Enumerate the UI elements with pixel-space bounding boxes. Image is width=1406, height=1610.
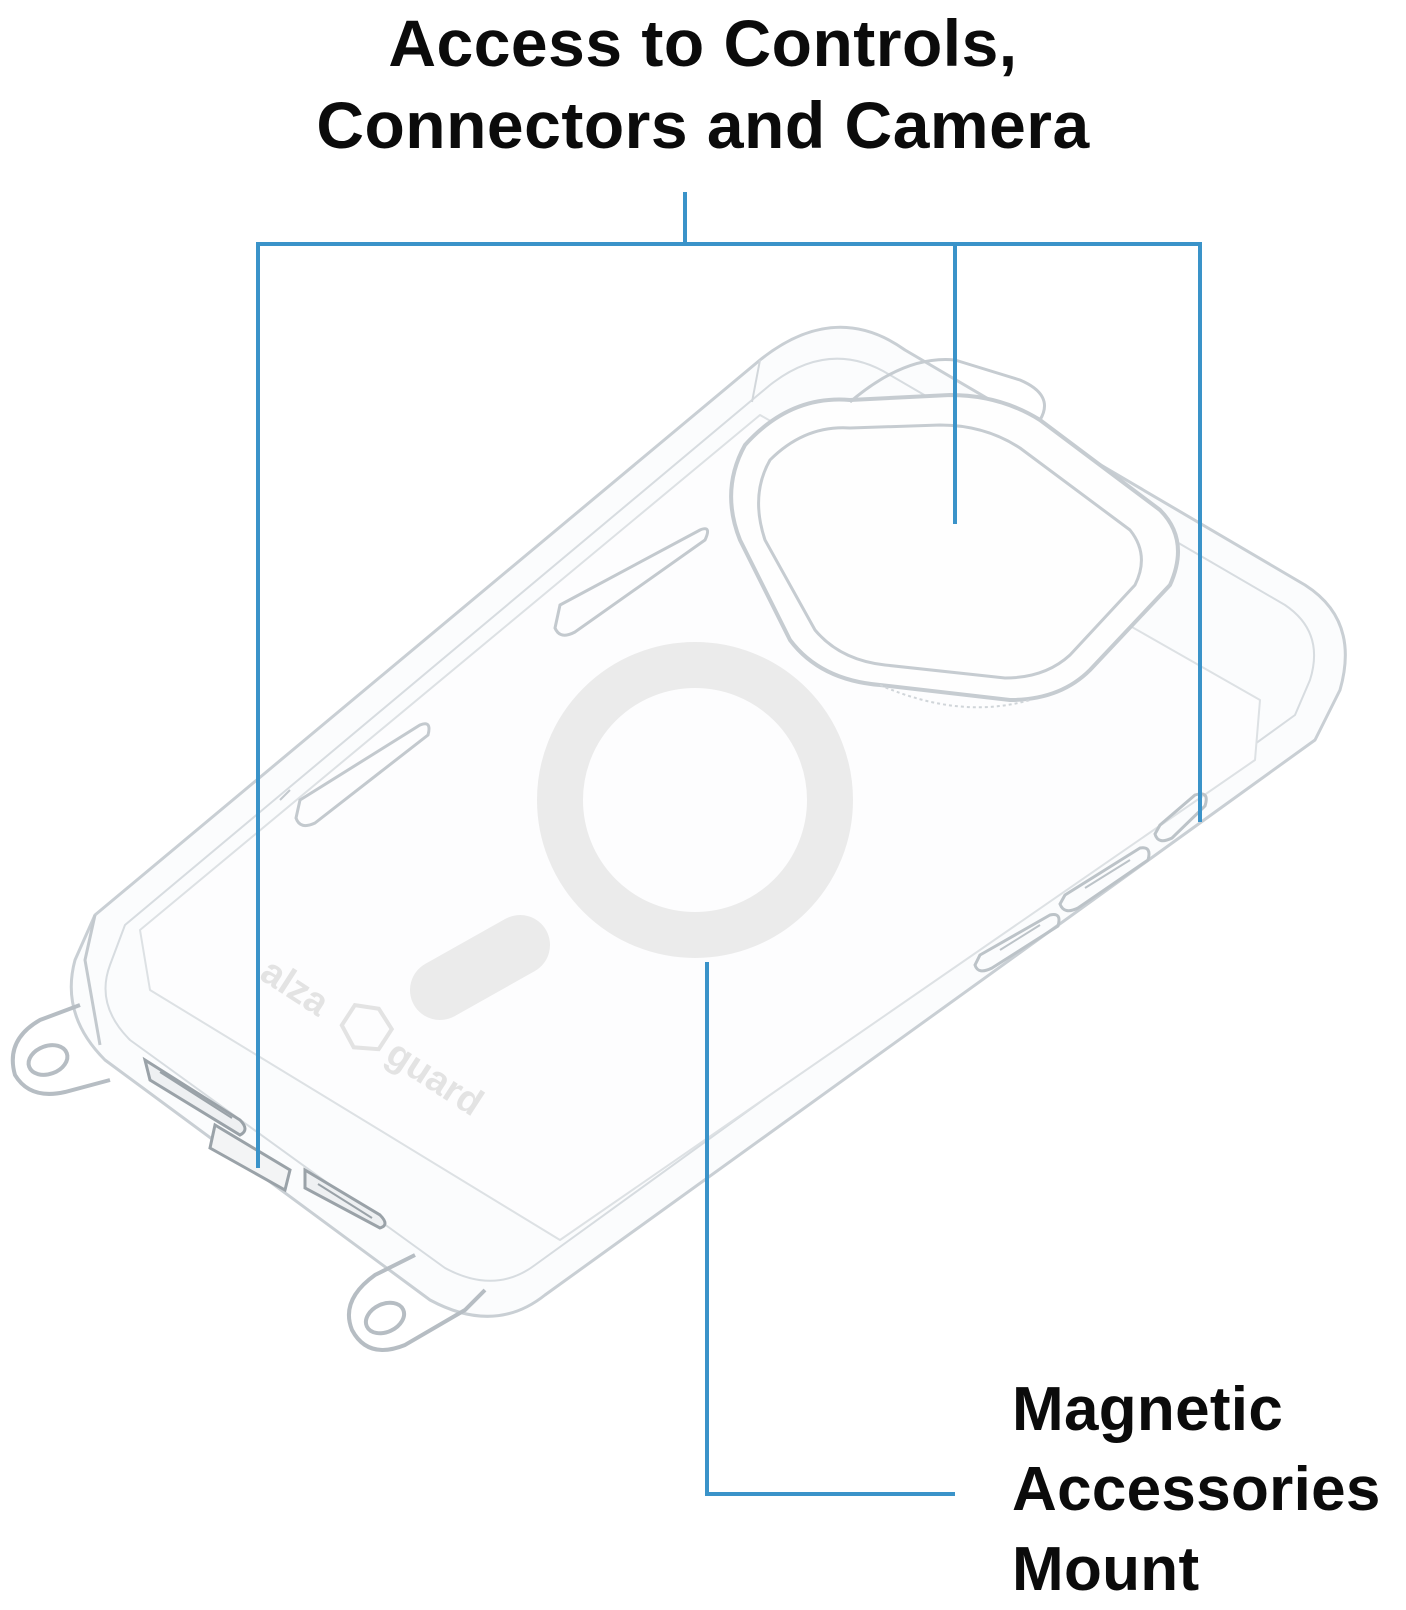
callout-bottom-line-1: Magnetic — [1012, 1375, 1284, 1444]
callout-magnetic-mount: Magnetic Accessories Mount — [1012, 1370, 1406, 1610]
callout-top-line-2: Connectors and Camera — [316, 88, 1090, 162]
camera-cutout — [729, 358, 1180, 709]
callout-top-line-1: Access to Controls, — [388, 6, 1018, 80]
magnetic-ring — [410, 642, 853, 1020]
logo-shield-icon — [339, 1002, 395, 1052]
lanyard-loops — [10, 1003, 487, 1352]
leader-lines — [256, 192, 1202, 1496]
callout-controls-connectors-camera: Access to Controls, Connectors and Camer… — [0, 2, 1406, 166]
magnet-ring-shape — [537, 642, 853, 958]
leader-to-magnet — [705, 962, 955, 1496]
callout-bottom-line-2: Accessories — [1012, 1455, 1381, 1524]
bottom-connectors — [142, 1056, 387, 1230]
callout-bottom-line-3: Mount — [1012, 1535, 1200, 1604]
side-buttons-left — [279, 527, 710, 828]
magnet-alignment-bar — [410, 915, 550, 1020]
